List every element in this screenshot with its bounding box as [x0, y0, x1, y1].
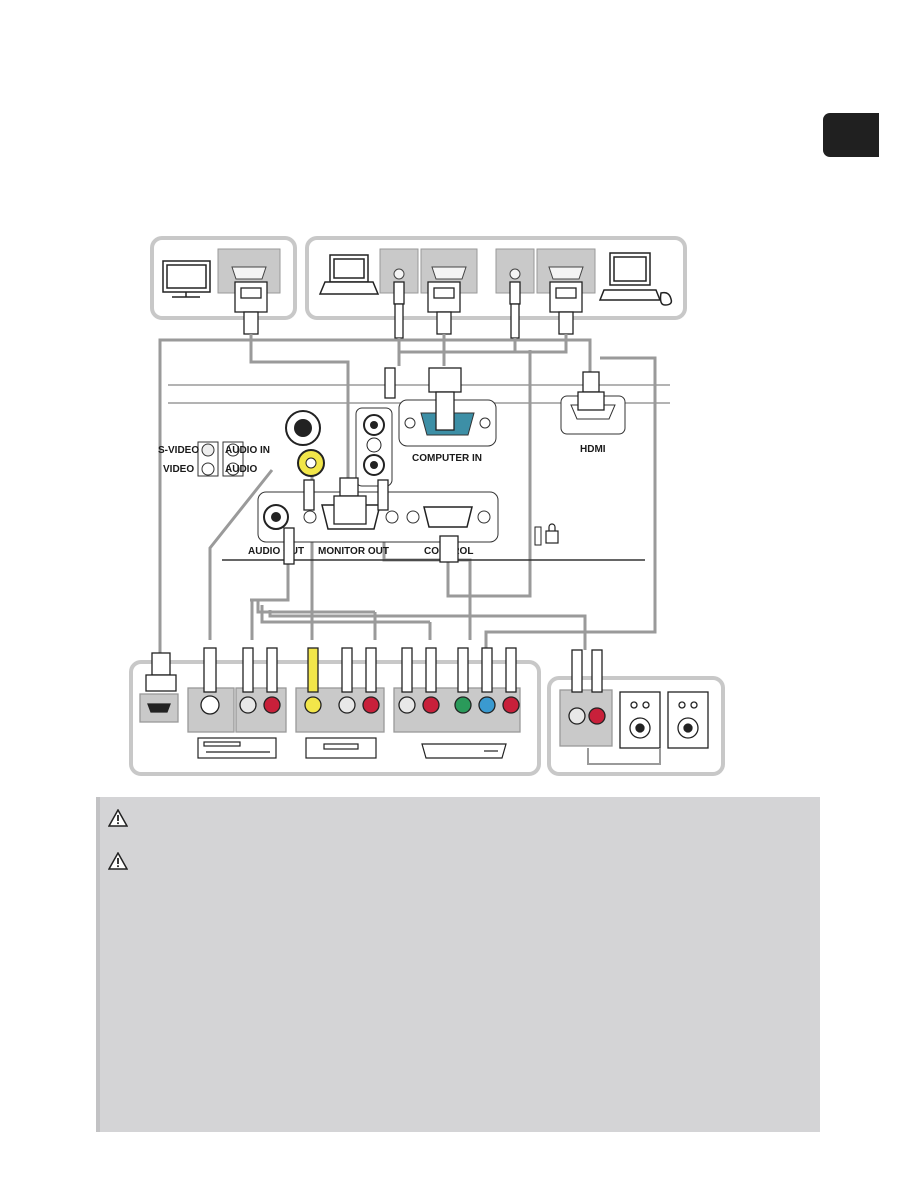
- set-top-box-icon: [421, 743, 507, 759]
- computer-in-label: COMPUTER IN: [412, 453, 482, 464]
- hdmi-label: HDMI: [580, 444, 606, 455]
- audio-in-label-2: AUDIO: [225, 464, 257, 475]
- projector-panel: [168, 384, 670, 561]
- device-frames: [129, 236, 725, 776]
- vcr-icon: [197, 737, 277, 759]
- warning-icon: [108, 852, 128, 870]
- warning-icon: [108, 809, 128, 827]
- bottom-connectors: [139, 647, 613, 747]
- svideo-label: S-VIDEO: [158, 445, 199, 456]
- monitor-port-panel: [217, 248, 281, 294]
- panel-connectors: [283, 367, 605, 565]
- monitor-icon: [162, 260, 211, 298]
- audio-out-label: AUDIO OUT: [248, 546, 304, 557]
- speaker-icon: [619, 691, 709, 749]
- audio-in-label-1: AUDIO IN: [225, 445, 270, 456]
- laptop-icon: [318, 254, 380, 295]
- dvd-player-icon: [305, 737, 377, 759]
- connection-diagram: S-VIDEO VIDEO AUDIO IN AUDIO COMPUTER IN…: [129, 236, 725, 776]
- monitor-out-label: MONITOR OUT: [318, 546, 389, 557]
- section-tab: [823, 113, 879, 157]
- desktop-pc-icon: [598, 252, 673, 306]
- top-connectors: [234, 281, 583, 339]
- warning-box: [96, 797, 820, 1132]
- kensington-lock-icon: [545, 523, 559, 544]
- video-label: VIDEO: [163, 464, 194, 475]
